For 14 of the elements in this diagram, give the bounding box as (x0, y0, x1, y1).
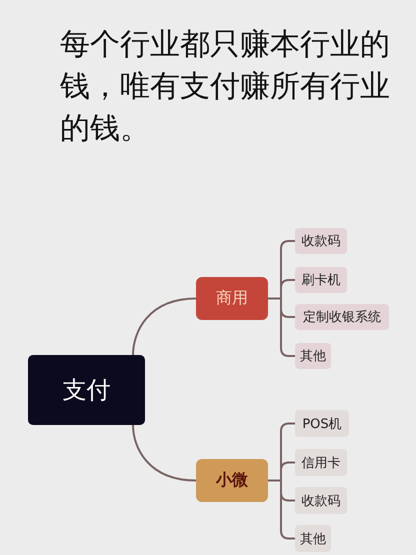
root-box: 支付 (28, 355, 145, 425)
item-box: 刷卡机 (295, 267, 347, 293)
connector-line (132, 424, 196, 482)
connector-line (132, 298, 196, 356)
item-box: 其他 (295, 525, 331, 552)
title: 每个行业都只赚本行业的钱，唯有支付赚所有行业的钱。 (60, 26, 390, 148)
item-box: 其他 (295, 343, 331, 369)
item-box: 收款码 (295, 487, 347, 514)
item-box: 收款码 (295, 228, 347, 254)
category-box: 小微 (196, 459, 268, 502)
item-box: 定制收银系统 (295, 304, 389, 330)
item-box: POS机 (295, 410, 349, 437)
category-box: 商用 (196, 277, 268, 320)
item-box: 信用卡 (295, 449, 347, 476)
